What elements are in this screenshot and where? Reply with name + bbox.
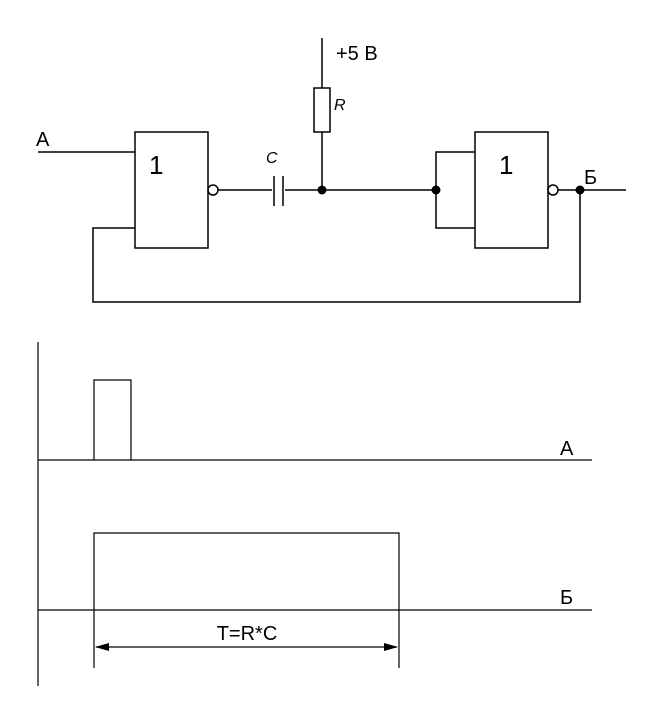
junction-node-r [317, 185, 327, 195]
gate-1-inversion-bubble [207, 184, 219, 196]
timing-diagram: А Б T=R*C [37, 342, 592, 686]
input-a-label: А [36, 129, 50, 151]
duration-label: T=R*C [217, 623, 278, 645]
gate-2-inversion-bubble [547, 184, 559, 196]
supply-label: +5 В [336, 43, 378, 65]
resistor-label: R [334, 97, 346, 114]
signal-b-label: Б [560, 587, 573, 609]
gate2-tied-inputs-wire [435, 151, 475, 229]
gate-1-label: 1 [149, 150, 163, 180]
signal-b-pulse [93, 532, 400, 610]
signal-a-label: А [560, 438, 574, 460]
circuit-schematic: +5 В R А 1 C 1 Б [36, 38, 626, 303]
signal-a-pulse [93, 379, 132, 460]
nor-gate-1 [134, 131, 209, 249]
output-b-label: Б [584, 167, 597, 189]
gate-2-label: 1 [499, 150, 513, 180]
resistor-r [313, 87, 331, 133]
feedback-wire [92, 190, 581, 303]
capacitor-label: C [266, 150, 278, 167]
